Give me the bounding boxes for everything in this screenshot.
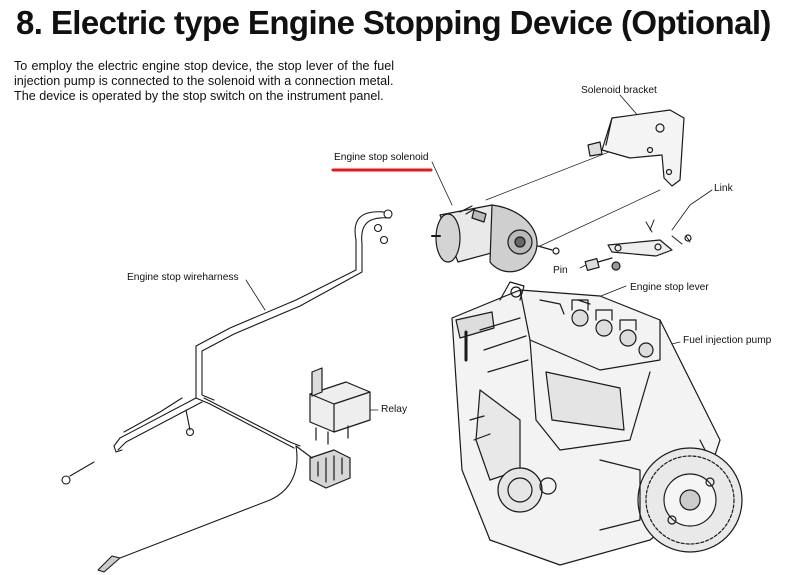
label-solenoid-bracket: Solenoid bracket [581, 85, 657, 96]
engine-stop-wireharness [61, 209, 393, 573]
page-title: 8. Electric type Engine Stopping Device … [16, 4, 771, 41]
engine-stop-solenoid [431, 204, 560, 273]
relay-connector [295, 445, 351, 489]
intro-text: To employ the electric engine stop devic… [14, 59, 394, 104]
intro-paragraph-1: To employ the electric engine stop devic… [14, 59, 394, 88]
label-engine-stop-solenoid: Engine stop solenoid [334, 152, 429, 163]
pin-and-link [584, 219, 692, 271]
label-engine-stop-wireharness: Engine stop wireharness [127, 272, 239, 283]
solenoid-bracket [587, 109, 685, 187]
intro-paragraph-2: The device is operated by the stop switc… [14, 89, 384, 103]
fuel-injection-pump [451, 281, 743, 566]
label-link: Link [714, 183, 733, 194]
label-engine-stop-lever: Engine stop lever [630, 282, 709, 293]
label-fuel-injection-pump: Fuel injection pump [683, 335, 772, 346]
label-pin: Pin [553, 265, 568, 276]
relay [309, 367, 371, 445]
label-relay: Relay [381, 404, 408, 415]
